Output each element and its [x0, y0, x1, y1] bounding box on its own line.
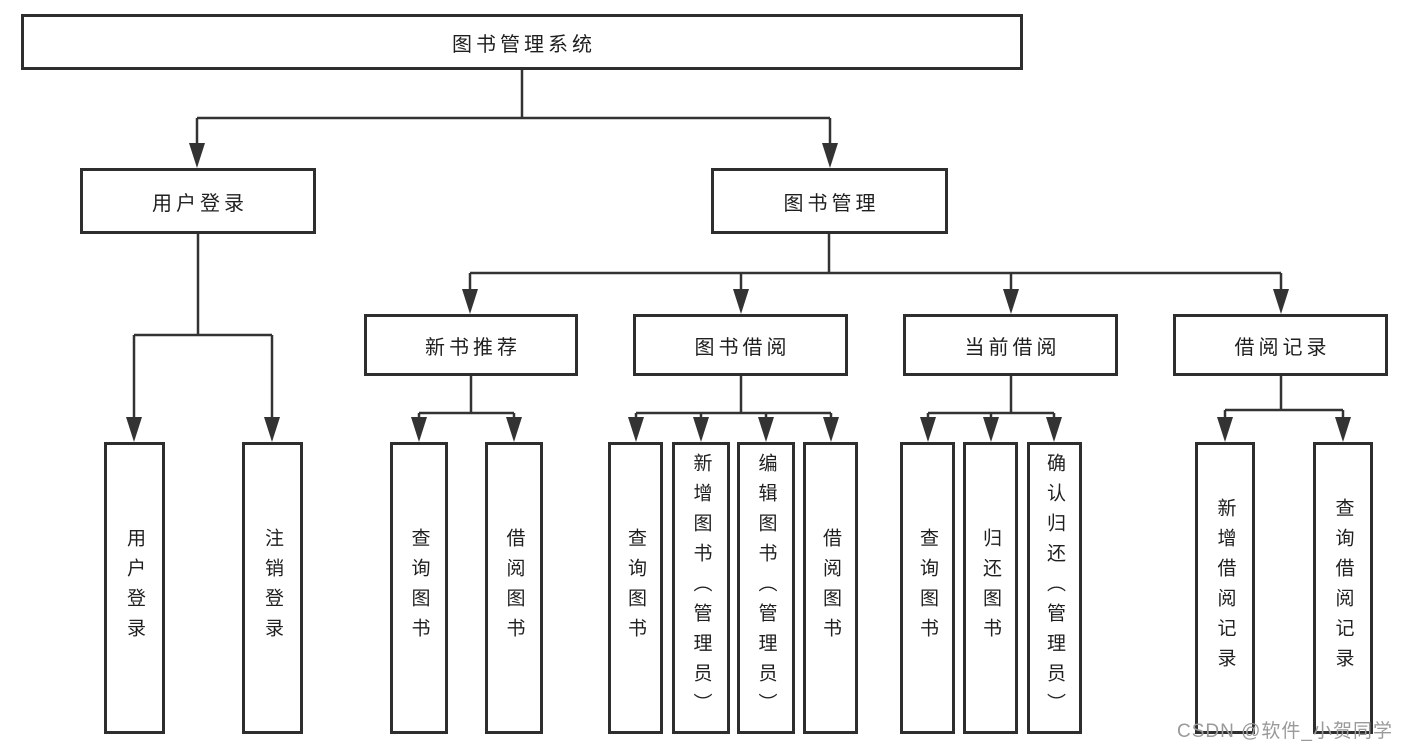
leaf-label: 新增借阅记录	[1214, 498, 1236, 678]
leaf-query-books-1: 查询图书	[390, 442, 448, 734]
csdn-watermark: CSDN @软件_小贺同学	[1177, 721, 1393, 742]
leaf-label: 借阅图书	[503, 528, 525, 648]
leaf-user-login: 用户登录	[104, 442, 165, 734]
leaf-label: 用户登录	[124, 528, 145, 648]
leaf-label: 新增图书（管理员）	[690, 453, 712, 723]
arrowheads	[126, 143, 1351, 442]
leaf-label: 编辑图书（管理员）	[755, 453, 777, 723]
node-root-library-system: 图书管理系统	[21, 14, 1023, 70]
node-new-book-recommend: 新书推荐	[364, 314, 578, 376]
leaf-label: 查询借阅记录	[1332, 498, 1354, 678]
leaf-label: 注销登录	[262, 528, 283, 648]
leaf-edit-book-admin: 编辑图书（管理员）	[737, 442, 795, 734]
leaf-query-books-3: 查询图书	[900, 442, 955, 734]
leaf-label: 查询图书	[625, 528, 646, 648]
leaf-borrow-books-2: 借阅图书	[803, 442, 858, 734]
node-borrow-records: 借阅记录	[1173, 314, 1388, 376]
node-book-borrow: 图书借阅	[633, 314, 848, 376]
node-book-management: 图书管理	[711, 168, 948, 234]
leaf-return-book: 归还图书	[963, 442, 1018, 734]
leaf-borrow-books-1: 借阅图书	[485, 442, 543, 734]
leaf-query-books-2: 查询图书	[608, 442, 663, 734]
leaf-query-borrow-record: 查询借阅记录	[1313, 442, 1373, 734]
leaf-label: 查询图书	[917, 528, 938, 648]
node-user-login: 用户登录	[80, 168, 316, 234]
leaf-label: 查询图书	[408, 528, 430, 648]
leaf-add-borrow-record: 新增借阅记录	[1195, 442, 1255, 734]
leaf-label: 归还图书	[980, 528, 1001, 648]
leaf-label: 确认归还（管理员）	[1044, 453, 1065, 723]
leaf-label: 借阅图书	[820, 528, 841, 648]
leaf-confirm-return-admin: 确认归还（管理员）	[1027, 442, 1082, 734]
leaf-logout: 注销登录	[242, 442, 303, 734]
leaf-add-book-admin: 新增图书（管理员）	[672, 442, 730, 734]
node-current-borrow: 当前借阅	[903, 314, 1118, 376]
